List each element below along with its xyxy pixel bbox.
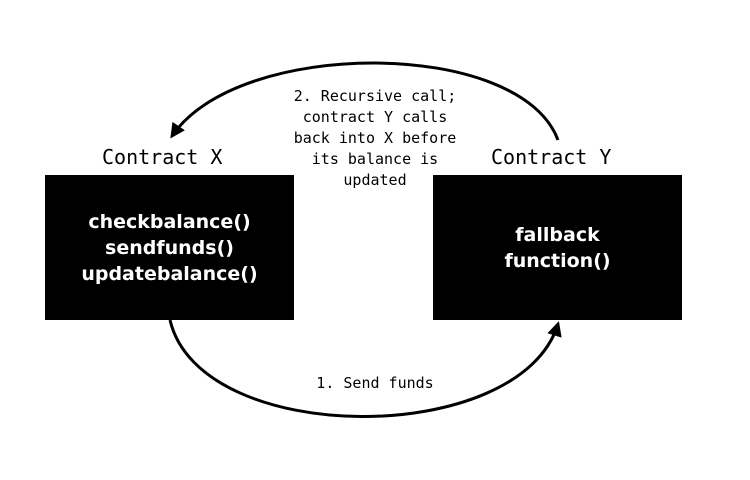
contract-y-function-line-1: fallback	[515, 223, 600, 246]
contract-x-box: checkbalance() sendfunds() updatebalance…	[45, 175, 294, 320]
recursive-call-arrow	[170, 61, 560, 141]
send-funds-arrow	[168, 319, 562, 418]
send-funds-label: 1. Send funds	[316, 374, 434, 392]
recursive-call-label-line-3: back into X before	[293, 129, 457, 147]
contract-x-title: Contract X	[102, 145, 223, 169]
contract-y-box: fallback function()	[433, 175, 682, 320]
contract-x-function-sendfunds: sendfunds()	[105, 236, 234, 259]
recursive-call-label-line-1: 2. Recursive call;	[293, 87, 457, 105]
recursive-call-label: 2. Recursive call; contract Y calls back…	[240, 86, 510, 191]
contract-y-function-line-2: function()	[504, 249, 611, 272]
recursive-call-label-line-4: its balance is	[311, 150, 439, 168]
contract-y-title: Contract Y	[491, 145, 612, 169]
contract-x-function-checkbalance: checkbalance()	[88, 210, 251, 233]
recursive-call-label-line-2: contract Y calls	[302, 108, 448, 126]
recursive-call-label-line-5: updated	[343, 171, 407, 189]
contract-x-function-updatebalance: updatebalance()	[81, 262, 258, 285]
